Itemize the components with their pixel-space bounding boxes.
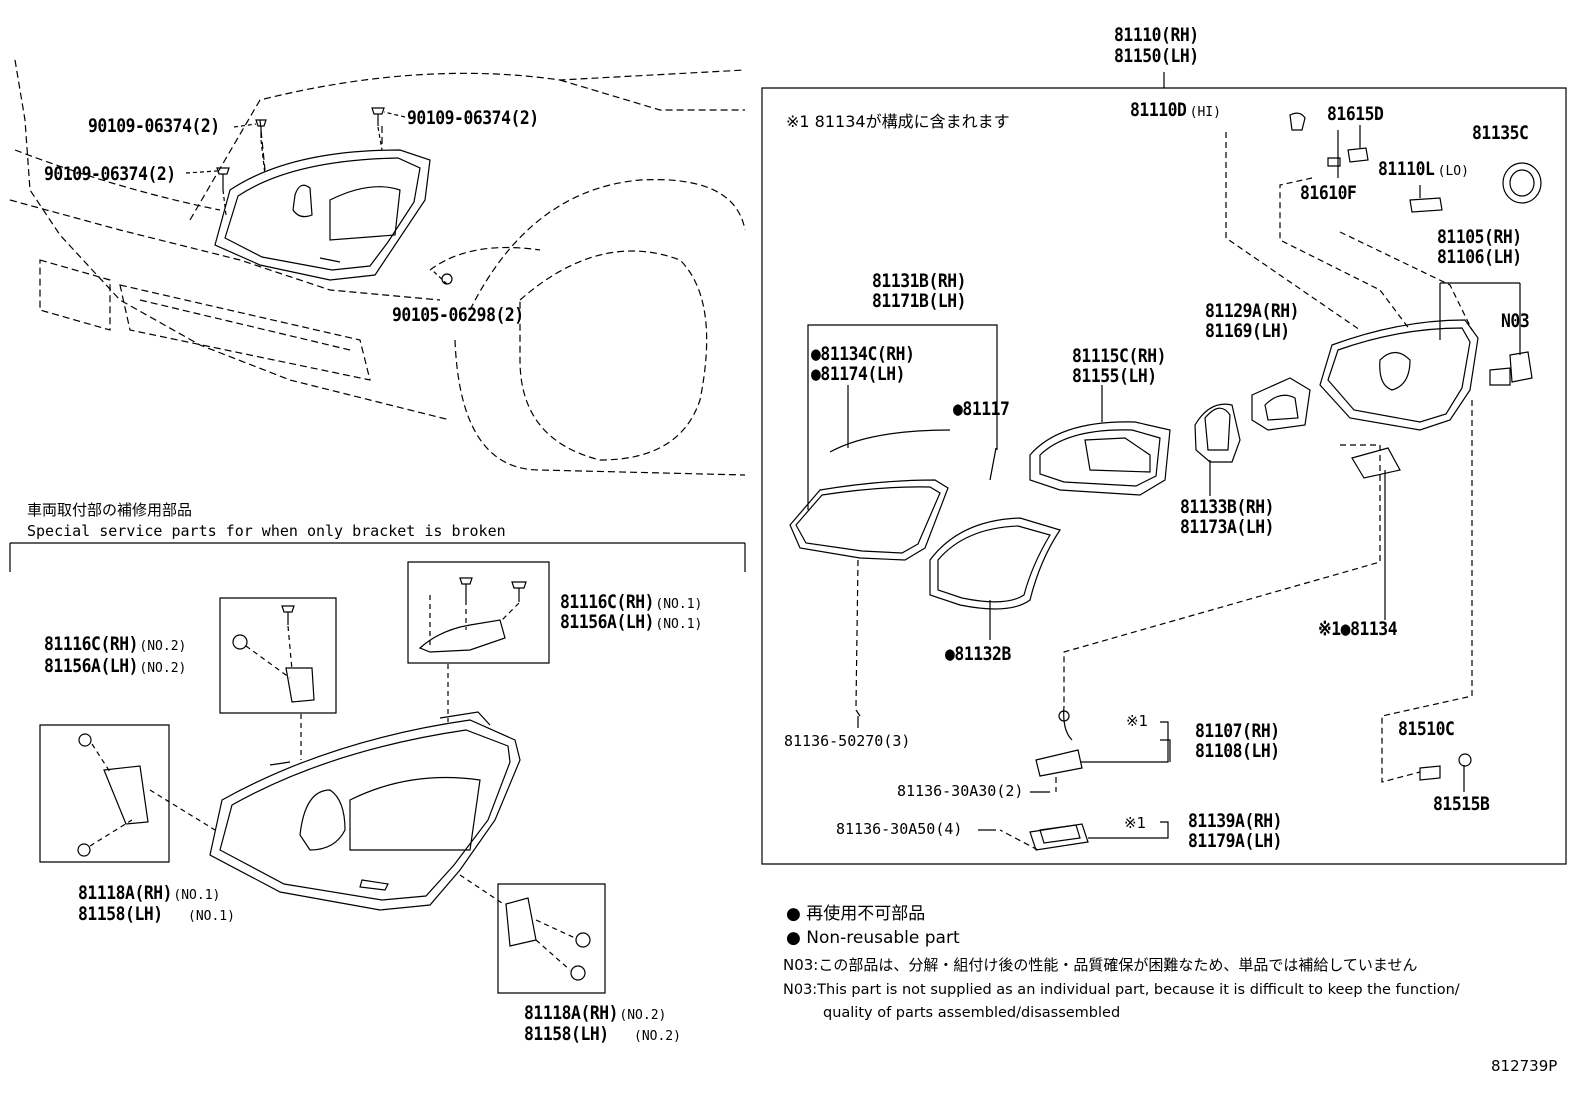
label-81118a-no2: 81118A(RH)(NO.2) (524, 1002, 667, 1024)
label-81158-no2: 81158(LH)(NO.2) (524, 1023, 681, 1045)
label-81134: ※1●81134 (1318, 618, 1398, 640)
bolt-leaders-top-left (186, 112, 447, 284)
label-n03: N03 (1501, 310, 1530, 332)
label-81136-30a30: 81136-30A30(2) (897, 782, 1024, 800)
service-leaders (90, 595, 575, 970)
label-81173a-lh: 81173A(LH) (1180, 516, 1275, 538)
label-81136-30a50: 81136-30A50(4) (836, 820, 963, 838)
label-81169-lh: 81169(LH) (1205, 320, 1290, 342)
label-bolt-b: 90109-06374(2) (407, 107, 539, 129)
label-81106-lh: 81106(LH) (1437, 246, 1522, 268)
label-81110d: 81110D(HI) (1130, 99, 1221, 121)
label-81515b: 81515B (1433, 793, 1490, 815)
label-bolt-a: 90109-06374(2) (88, 115, 220, 137)
note-n03-en-2: quality of parts assembled/disassembled (823, 1005, 1121, 1021)
label-81107-rh: 81107(RH) (1195, 720, 1280, 742)
main-assembly-frame (762, 72, 1566, 864)
label-81115c-rh: 81115C(RH) (1072, 345, 1167, 367)
label-81510c: 81510C (1398, 718, 1455, 740)
service-section-frame (10, 543, 745, 993)
label-81116c-no1: 81116C(RH)(NO.1) (560, 591, 703, 613)
label-81110-rh: 81110(RH) (1114, 24, 1199, 46)
label-81134c-rh: ●81134C(RH) (811, 343, 915, 365)
label-81110l: 81110L(LO) (1378, 158, 1469, 180)
gasket-and-frames (790, 430, 1400, 609)
label-81610f: 81610F (1300, 182, 1357, 204)
main-leader-lines (808, 125, 1520, 838)
legend-nonreusable-en: ● Non-reusable part (786, 928, 960, 948)
illustration-code: 812739P (1491, 1057, 1558, 1075)
label-bolt-c: 90109-06374(2) (44, 163, 176, 185)
label-81156a-no1: 81156A(LH)(NO.1) (560, 611, 703, 633)
label-81171b-lh: 81171B(LH) (872, 290, 967, 312)
label-81131b-rh: 81131B(RH) (872, 270, 967, 292)
label-81136-50270: 81136-50270(3) (784, 732, 911, 750)
note-n03-en-1: N03:This part is not supplied as an indi… (783, 982, 1460, 998)
car-body-outline (10, 60, 745, 475)
headlamp-service (210, 712, 520, 910)
label-81132b: ●81132B (945, 643, 1011, 665)
ref-mark-1: ※1 (1126, 712, 1149, 730)
bolt-icons-top-left (217, 108, 452, 284)
label-81129a-rh: 81129A(RH) (1205, 300, 1300, 322)
ref-mark-2: ※1 (1124, 814, 1147, 832)
label-81139a-rh: 81139A(RH) (1188, 810, 1283, 832)
label-81615d: 81615D (1327, 103, 1384, 125)
label-81135c: 81135C (1472, 122, 1529, 144)
label-81155-lh: 81155(LH) (1072, 365, 1157, 387)
label-bolt-d: 90105-06298(2) (392, 304, 524, 326)
headlamp-installed (215, 150, 430, 280)
main-dashed-leaders (856, 132, 1472, 850)
label-81174-lh: ●81174(LH) (811, 363, 906, 385)
label-81158-no1: 81158(LH)(NO.1) (78, 903, 235, 925)
label-81150-lh: 81150(LH) (1114, 45, 1199, 67)
legend-nonreusable-jp: ● 再使用不可部品 (786, 904, 926, 924)
label-81116c-no2: 81116C(RH)(NO.2) (44, 633, 187, 655)
service-title-en: Special service parts for when only brac… (27, 522, 506, 540)
small-components (856, 113, 1541, 850)
service-title-jp: 車両取付部の補修用部品 (27, 501, 193, 519)
label-81117: ●81117 (953, 398, 1010, 420)
label-81108-lh: 81108(LH) (1195, 740, 1280, 762)
lens-and-reflectors (1030, 378, 1310, 495)
note-n03-jp: N03:この部品は、分解・組付け後の性能・品質確保が困難なため、単品では補給して… (783, 956, 1418, 974)
label-81133b-rh: 81133B(RH) (1180, 496, 1275, 518)
label-81105-rh: 81105(RH) (1437, 226, 1522, 248)
headlamp-housing (1320, 320, 1478, 430)
note-jp-81134: ※1 81134が構成に含まれます (786, 112, 1010, 131)
label-81179a-lh: 81179A(LH) (1188, 830, 1283, 852)
label-81156a-no2: 81156A(LH)(NO.2) (44, 655, 187, 677)
label-81118a-no1: 81118A(RH)(NO.1) (78, 882, 221, 904)
